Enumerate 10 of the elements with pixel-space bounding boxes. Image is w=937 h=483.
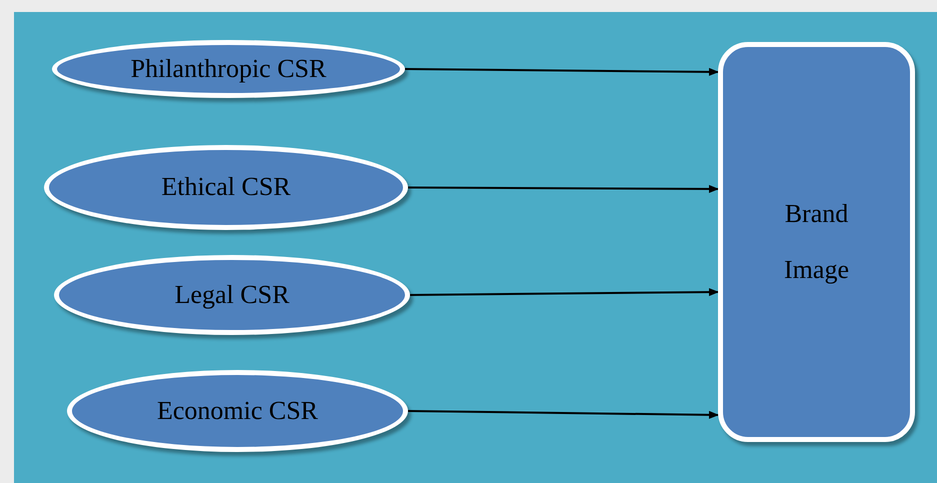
arrow — [405, 68, 719, 76]
rounded-box — [718, 42, 915, 442]
node-label: Brand Image — [783, 198, 850, 286]
node-label: Ethical CSR — [161, 171, 291, 204]
node-label: Philanthropic CSR — [130, 52, 326, 85]
arrow — [408, 184, 719, 193]
arrow — [408, 410, 719, 419]
node-label: Economic CSR — [156, 394, 318, 427]
node-label: Legal CSR — [174, 278, 290, 311]
arrow — [410, 288, 719, 296]
